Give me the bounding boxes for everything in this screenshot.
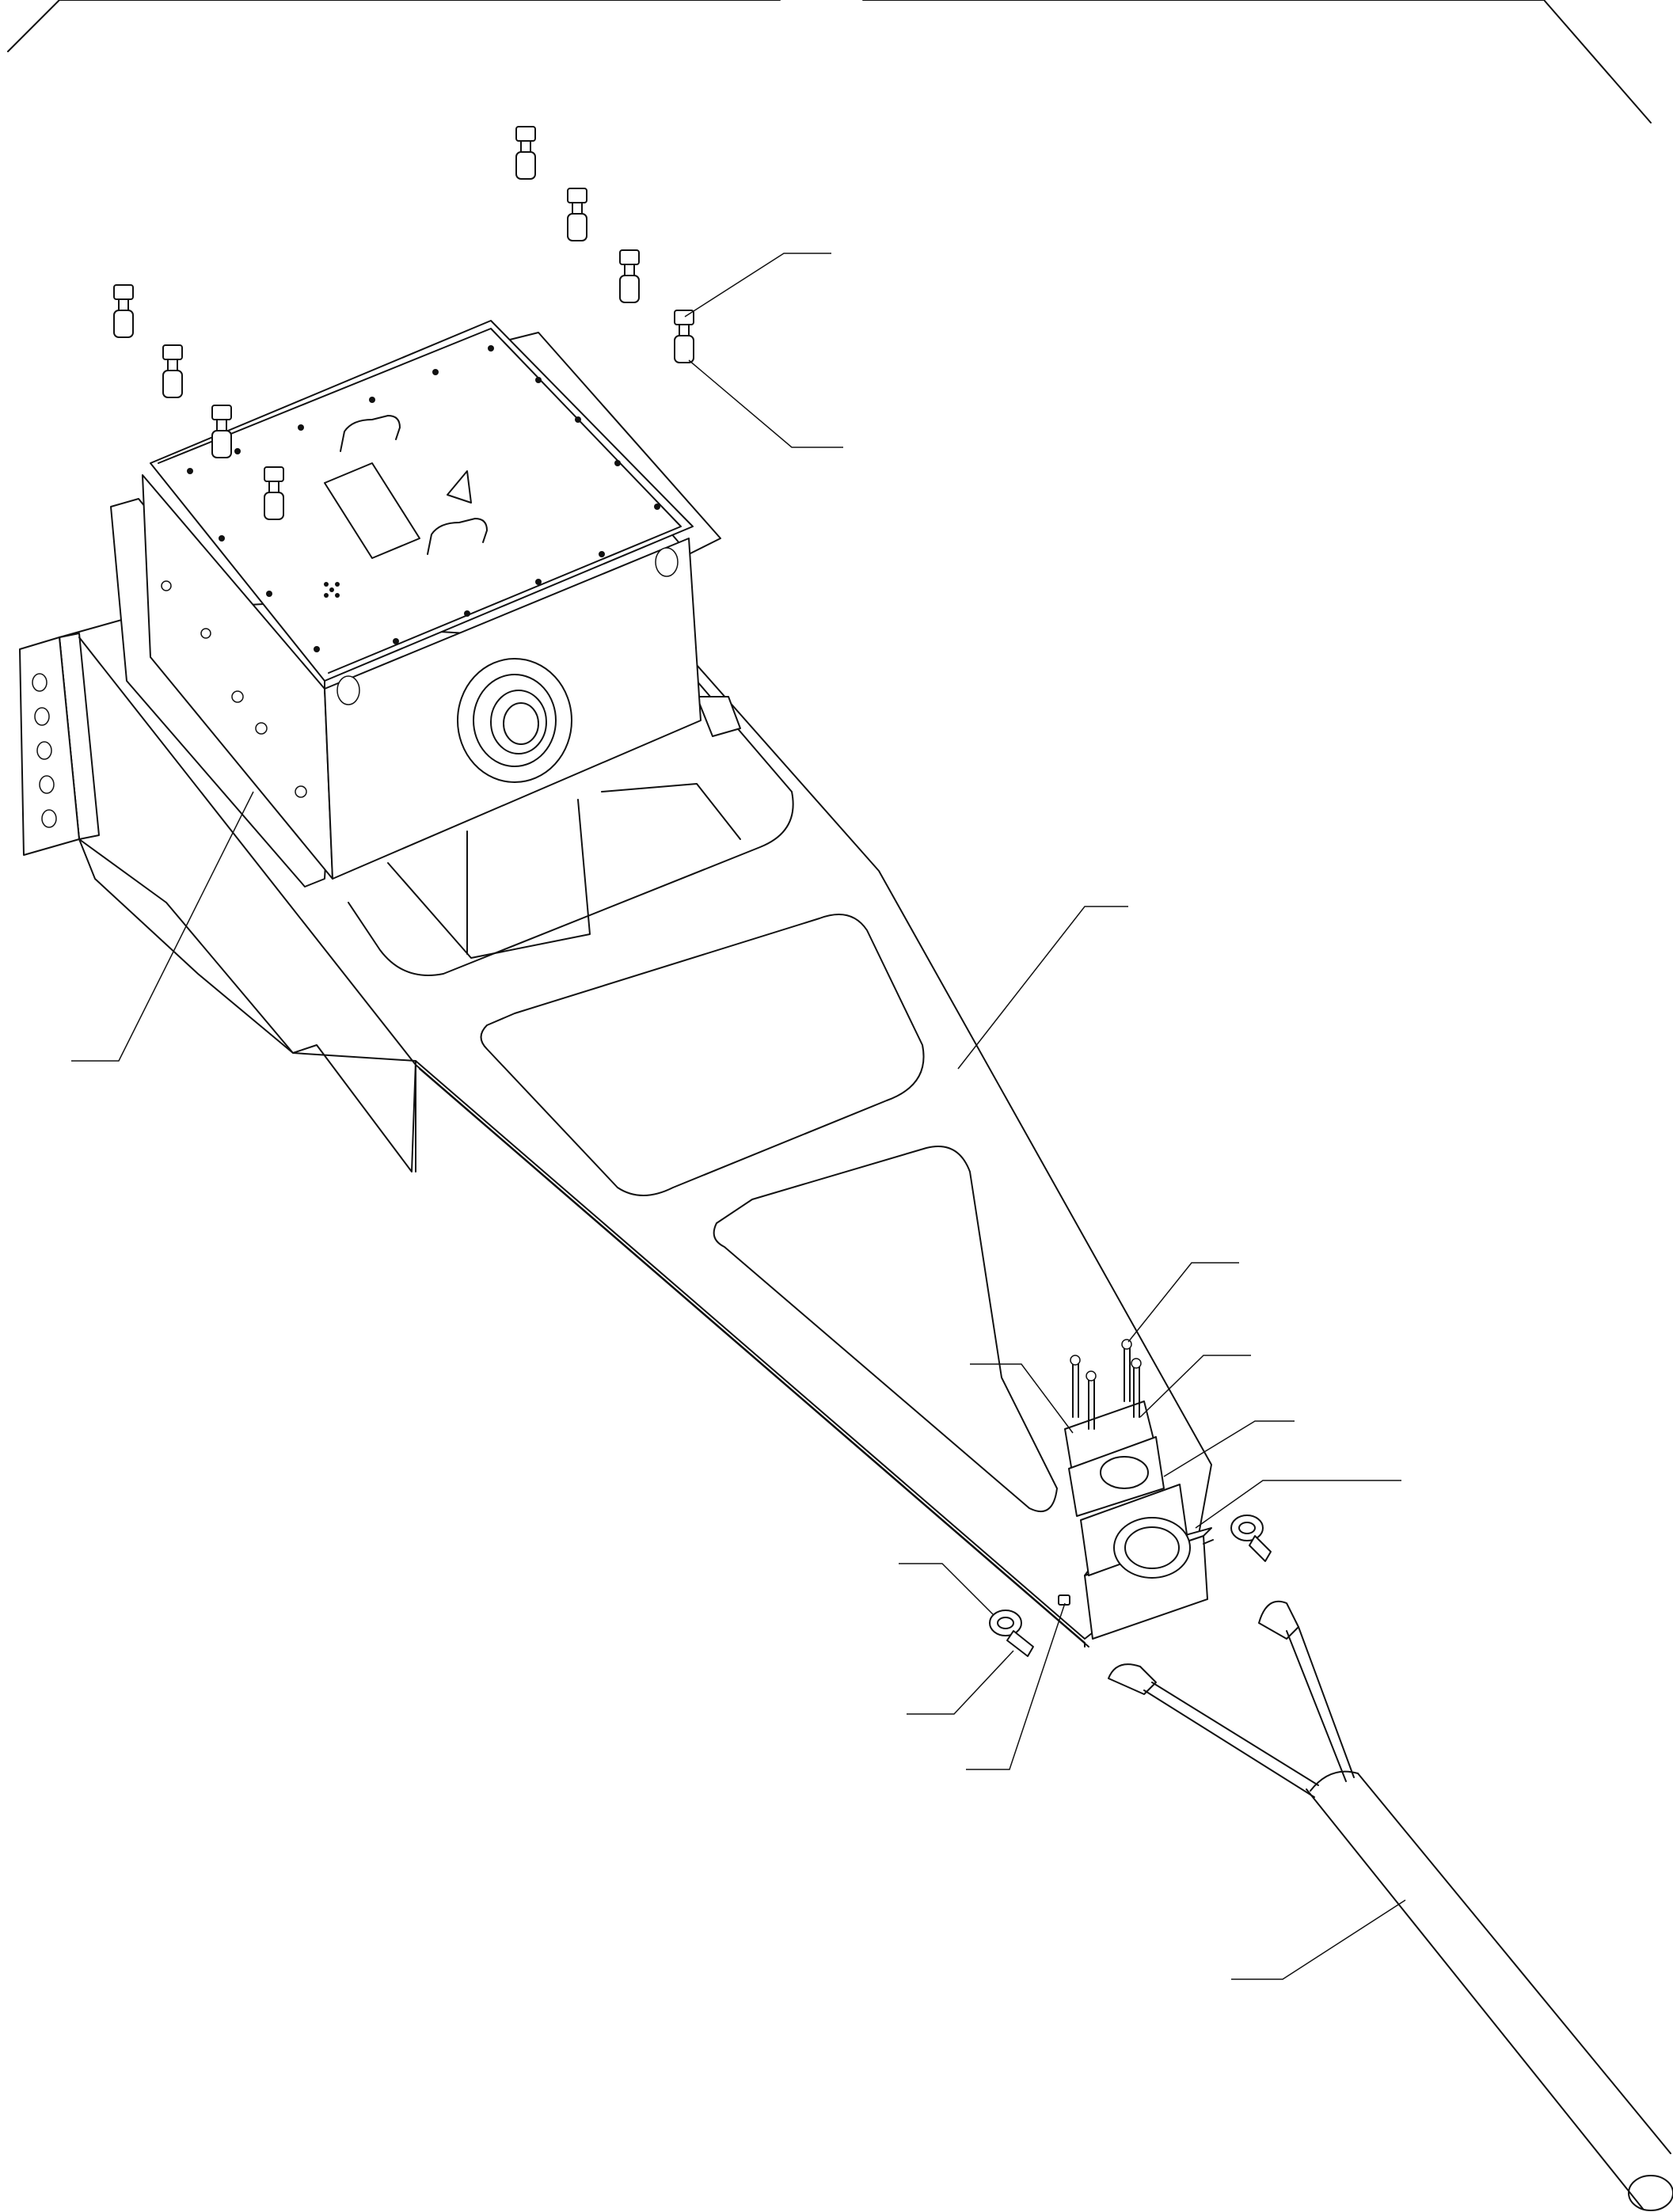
electrical-enclosure — [111, 321, 740, 887]
page-frame — [8, 0, 1651, 123]
leader-lines — [71, 253, 1405, 1979]
mounting-plate — [20, 633, 99, 855]
screw — [212, 405, 231, 458]
tow-bridle — [1108, 1602, 1673, 2210]
hitch-assembly — [1065, 1340, 1213, 1639]
screw — [516, 127, 535, 179]
high-voltage-warning-icon — [447, 471, 471, 503]
trailer-frame — [59, 602, 1211, 1647]
lid-screws — [114, 127, 694, 519]
screw — [114, 285, 133, 337]
screw — [163, 345, 182, 397]
screw — [264, 467, 283, 519]
screw — [675, 310, 694, 363]
screw — [620, 250, 639, 302]
lifting-eye-right — [1231, 1515, 1271, 1561]
lid-bolts — [187, 345, 660, 652]
cap-bolts — [1070, 1340, 1141, 1429]
lifting-eye-left — [990, 1595, 1070, 1656]
cable-gland — [458, 659, 572, 782]
bearing-cap — [1065, 1401, 1164, 1516]
screw — [568, 188, 587, 241]
bearing-block — [1081, 1484, 1190, 1578]
